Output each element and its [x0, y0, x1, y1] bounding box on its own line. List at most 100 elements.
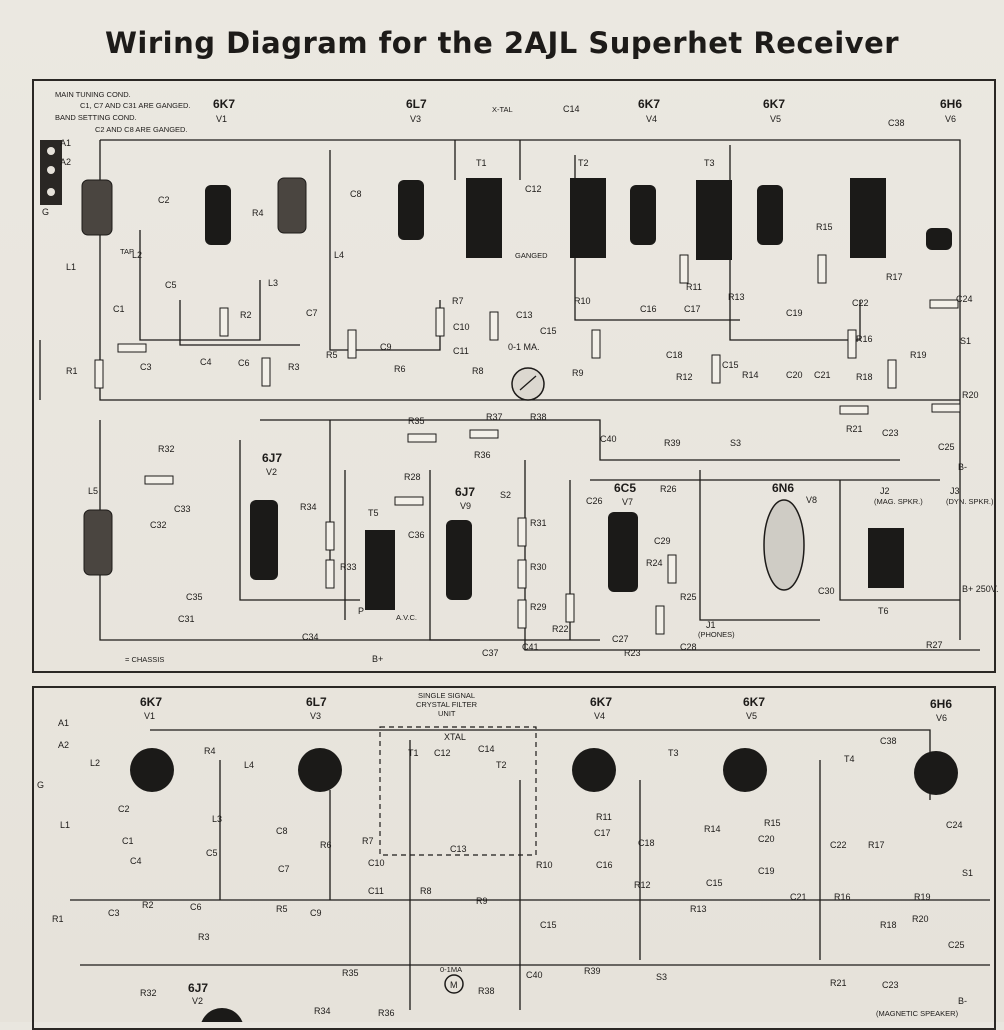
lbl-t2: T2 [578, 158, 589, 168]
lbl-l2: L2 [132, 250, 142, 260]
sch-lbl-r2: R2 [142, 900, 154, 910]
xtal-label: X-TAL [492, 105, 513, 114]
sch-lbl-c21: C21 [790, 892, 807, 902]
tube-v4-id: V4 [646, 114, 657, 124]
lbl-c5: C5 [165, 280, 177, 290]
pictorial-wires [39, 139, 980, 651]
note-ganged-1: C1, C7 AND C31 ARE GANGED. [80, 101, 190, 110]
sch-lbl-g: G [37, 780, 44, 790]
lbl-c13: C13 [516, 310, 533, 320]
lbl-c22: C22 [852, 298, 869, 308]
sch-lbl-r39: R39 [584, 966, 601, 976]
note-ganged-2: C2 AND C8 ARE GANGED. [95, 125, 188, 134]
sch-lbl-c18: C18 [638, 838, 655, 848]
sch-v1-type: 6K7 [140, 695, 162, 709]
lbl-c1: C1 [113, 304, 125, 314]
tube-v6-type: 6H6 [940, 97, 962, 111]
chassis-legend: = CHASSIS [125, 655, 164, 664]
if-transformers [365, 178, 904, 610]
sch-lbl-magnetic-speaker: (MAGNETIC SPEAKER) [876, 1009, 959, 1018]
lbl-r19: R19 [910, 350, 927, 360]
pictorial-wiring-panel [32, 79, 996, 673]
lbl-r6: R6 [394, 364, 406, 374]
lbl-c14: C14 [563, 104, 580, 114]
lbl-t5: T5 [368, 508, 379, 518]
lbl-r14: R14 [742, 370, 759, 380]
sch-lbl-r14: R14 [704, 824, 721, 834]
sch-lbl-c20: C20 [758, 834, 775, 844]
lbl-r22: R22 [552, 624, 569, 634]
lbl-r7: R7 [452, 296, 464, 306]
lbl-r5: R5 [326, 350, 338, 360]
lbl-r35: R35 [408, 416, 425, 426]
sch-lbl-meter: 0-1MA [440, 965, 462, 974]
sch-lbl-r19: R19 [914, 892, 931, 902]
sch-lbl-l2: L2 [90, 758, 100, 768]
lbl-t1: T1 [476, 158, 487, 168]
lbl-c36: C36 [408, 530, 425, 540]
tube-v6-id: V6 [945, 114, 956, 124]
sch-lbl-r11: R11 [596, 812, 612, 822]
lbl-c8: C8 [350, 189, 362, 199]
sch-lbl-c2: C2 [118, 804, 130, 814]
crystal-unit-line1: SINGLE SIGNAL [418, 691, 475, 700]
lbl-c33: C33 [174, 504, 191, 514]
antenna-terminal-strip [40, 140, 62, 205]
lbl-c28: C28 [680, 642, 697, 652]
tube-v2-type: 6J7 [262, 451, 282, 465]
lbl-c4: C4 [200, 357, 212, 367]
sch-v2-id: V2 [192, 996, 203, 1006]
lbl-c26: C26 [586, 496, 603, 506]
sch-lbl-r36: R36 [378, 1008, 395, 1018]
sch-v4-type: 6K7 [590, 695, 612, 709]
lbl-r37: R37 [486, 412, 503, 422]
lbl-c41: C41 [522, 642, 539, 652]
tube-v5-id: V5 [770, 114, 781, 124]
schematic-labels: 6K7 V1 6L7 V3 6K7 V4 6K7 V5 6H6 V6 6J7 V… [37, 691, 973, 1018]
sch-lbl-l4: L4 [244, 760, 254, 770]
b-minus-label: B- [958, 462, 967, 472]
sch-lbl-c22: C22 [830, 840, 847, 850]
lbl-c17: C17 [684, 304, 701, 314]
lbl-c21: C21 [814, 370, 831, 380]
sch-lbl-r13: R13 [690, 904, 707, 914]
sch-lbl-r16: R16 [834, 892, 851, 902]
lbl-c6: C6 [238, 358, 250, 368]
tube-v8-id: V8 [806, 495, 817, 505]
lbl-r34: R34 [300, 502, 317, 512]
tube-v9-type: 6J7 [455, 485, 475, 499]
lbl-r24: R24 [646, 558, 663, 568]
sch-lbl-c4: C4 [130, 856, 142, 866]
lbl-c25: C25 [938, 442, 955, 452]
sch-v5-id: V5 [746, 711, 757, 721]
sch-lbl-c3: C3 [108, 908, 120, 918]
sch-lbl-m: M [450, 980, 458, 990]
lbl-c12: C12 [525, 184, 542, 194]
sch-lbl-r10: R10 [536, 860, 553, 870]
b-plus-bottom-label: B+ [372, 654, 383, 664]
sch-v3-id: V3 [310, 711, 321, 721]
lbl-a1: A1 [60, 138, 71, 148]
jack-j1-label: (PHONES) [698, 630, 735, 639]
rf-coils [81, 177, 307, 576]
jack-j3-id: J3 [950, 486, 960, 496]
sch-lbl-r20: R20 [912, 914, 929, 924]
sch-lbl-c12: C12 [434, 748, 451, 758]
lbl-l3: L3 [268, 278, 278, 288]
lbl-l4: L4 [334, 250, 344, 260]
lbl-r21: R21 [846, 424, 863, 434]
lbl-p: P [358, 606, 364, 616]
lbl-c3: C3 [140, 362, 152, 372]
sch-lbl-t4: T4 [844, 754, 855, 764]
sch-lbl-c7: C7 [278, 864, 290, 874]
sch-lbl-r3: R3 [198, 932, 210, 942]
sch-lbl-c38: C38 [880, 736, 897, 746]
sch-lbl-r35: R35 [342, 968, 359, 978]
lbl-c24: C24 [956, 294, 973, 304]
sch-lbl-r9: R9 [476, 896, 488, 906]
lbl-c27: C27 [612, 634, 629, 644]
lbl-r25: R25 [680, 592, 697, 602]
tube-v3-id: V3 [410, 114, 421, 124]
